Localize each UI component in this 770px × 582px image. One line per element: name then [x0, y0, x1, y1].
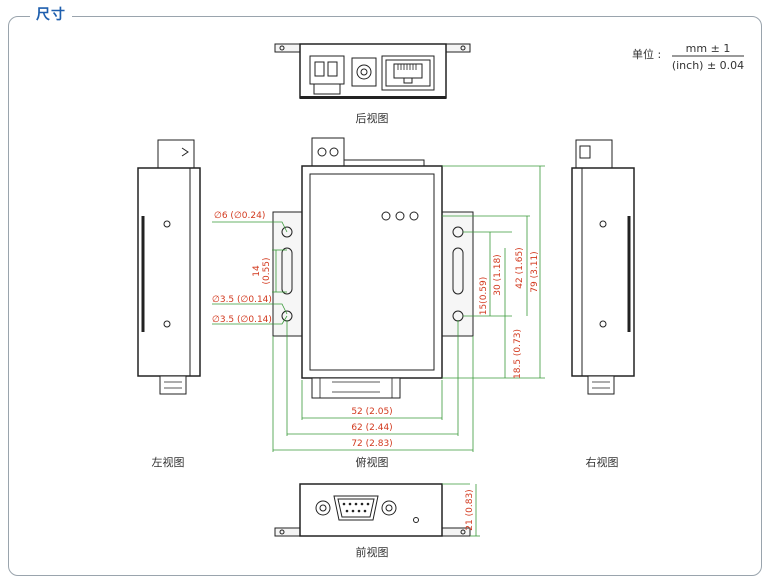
dim-79: 79 (3.11) [530, 251, 540, 292]
figure-frame [8, 16, 762, 576]
left-view-label: 左视图 [152, 455, 185, 469]
note-large-hole: ∅6 (∅0.24) [214, 211, 265, 221]
dim-21: 21 (0.83) [465, 489, 475, 530]
rear-view-label: 后视图 [356, 111, 389, 125]
section-title: 尺寸 [36, 7, 66, 23]
unit-denominator: (inch) ± 0.04 [672, 59, 744, 72]
dim-18-5: 18.5 (0.73) [513, 329, 523, 379]
note-small-hole-1: ∅3.5 (∅0.14) [212, 295, 272, 305]
dim-72: 72 (2.83) [351, 439, 392, 449]
left-view: 左视图 [137, 139, 201, 469]
right-view: 右视图 [571, 139, 635, 469]
dim-52: 52 (2.05) [351, 407, 392, 417]
front-view: 21 (0.83) 前视图 [274, 483, 480, 559]
unit-prefix: 单位 : [632, 47, 661, 61]
top-view-label: 俯视图 [356, 455, 389, 469]
rear-view: 后视图 [274, 43, 471, 125]
dim-slot-14: 14 [252, 265, 262, 277]
note-small-hole-2: ∅3.5 (∅0.14) [212, 315, 272, 325]
dim-30: 30 (1.18) [493, 254, 503, 295]
unit-numerator: mm ± 1 [686, 42, 731, 55]
front-view-label: 前视图 [356, 545, 389, 559]
unit-legend: 单位 : mm ± 1 (inch) ± 0.04 [632, 42, 744, 72]
dim-slot-055: (0.55) [262, 257, 272, 284]
dim-62: 62 (2.44) [351, 423, 392, 433]
top-view: ∅6 (∅0.24) ∅3.5 (∅0.14) ∅3.5 (∅0.14) 14 … [212, 137, 545, 469]
right-view-label: 右视图 [586, 455, 619, 469]
section-title-wrap: 尺寸 [30, 4, 72, 24]
dim-42: 42 (1.65) [515, 247, 525, 288]
dim-15: 15(0.59) [479, 277, 489, 316]
